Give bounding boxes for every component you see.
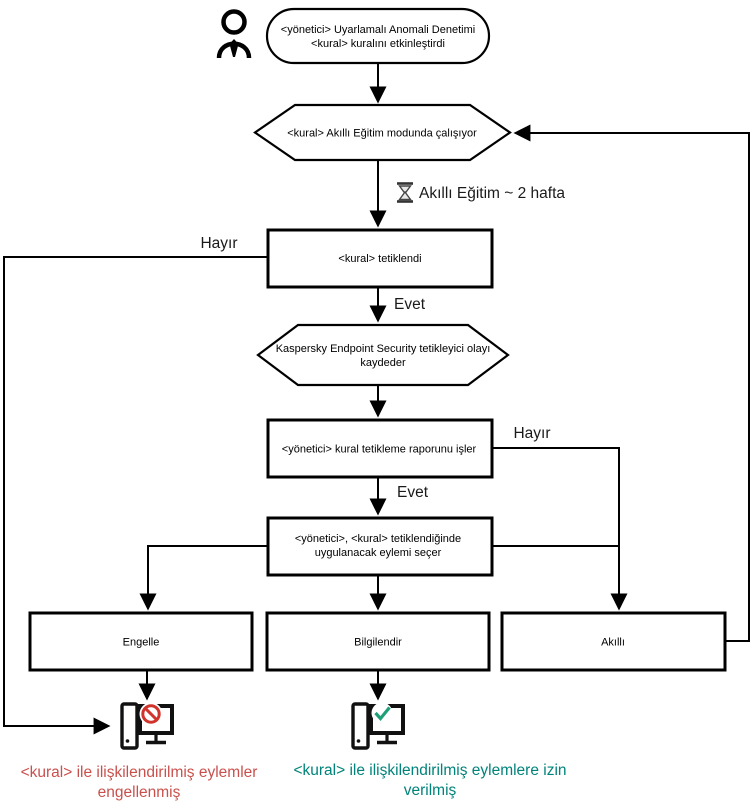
report-rect-shape — [266, 418, 494, 479]
start-node-label-line1: <yönetici> Uyarlamalı Anomali Denetimi — [281, 24, 475, 36]
action-rect-shape — [266, 516, 494, 577]
smart-rect-label: Akıllı — [601, 637, 625, 649]
admin-person-icon — [216, 9, 252, 59]
branch-label-yes-1: Evet — [394, 296, 426, 313]
prohibition-icon — [141, 704, 161, 724]
connectors — [3, 64, 750, 735]
log-hexagon-shape — [256, 323, 510, 387]
pc-allowed-icon — [351, 702, 405, 750]
action-rect-label-line1: <yönetici>, <kural> tetiklendiğinde — [295, 533, 461, 545]
connector-report-no-to-smart — [492, 447, 628, 611]
branch-label-yes-2: Evet — [397, 484, 429, 501]
branch-label-no-right: Hayır — [513, 425, 550, 442]
start-node-label-line2: <kural> kuralını etkinleştirdi — [311, 38, 445, 50]
block-rect-shape — [28, 611, 254, 672]
badge-halo — [371, 702, 393, 724]
outcome-allowed-line1: <kural> ile ilişkilendirilmiş eylemlere … — [293, 762, 566, 779]
triggered-rect-label: <kural> tetiklendi — [338, 253, 421, 265]
outcome-allowed-line2: verilmiş — [404, 782, 457, 799]
smart-rect-shape — [500, 611, 727, 672]
pc-blocked-icon — [120, 702, 174, 750]
log-hexagon-label-line1: Kaspersky Endpoint Security tetikleyici … — [276, 343, 491, 355]
training-hexagon-label: <kural> Akıllı Eğitim modunda çalışıyor — [287, 128, 477, 140]
outcome-blocked-line2: engellenmiş — [98, 784, 181, 801]
inform-rect-shape — [265, 611, 491, 672]
timer-label: Akıllı Eğitim ~ 2 hafta — [419, 185, 565, 202]
triggered-rect-shape — [266, 228, 494, 289]
report-rect-label: <yönetici> kural tetikleme raporunu işle… — [282, 444, 477, 456]
connector-smart-feedback-loop — [513, 124, 750, 642]
outcome-blocked-line1: <kural> ile ilişkilendirilmiş eylemler — [21, 764, 258, 781]
block-rect-label: Engelle — [123, 637, 160, 649]
checkmark-icon — [374, 706, 391, 721]
action-rect-label-line2: uygulanacak eylemi seçer — [315, 547, 442, 559]
hourglass-icon — [397, 182, 413, 203]
training-hexagon-shape — [253, 103, 512, 162]
branch-label-no-top: Hayır — [200, 235, 237, 252]
inform-rect-label: Bilgilendir — [354, 637, 402, 649]
connector-action-to-block — [139, 545, 268, 611]
start-terminator-shape — [265, 7, 491, 65]
connector-triggered-no-loop — [3, 256, 268, 735]
log-hexagon-label-line2: kaydeder — [360, 357, 406, 369]
